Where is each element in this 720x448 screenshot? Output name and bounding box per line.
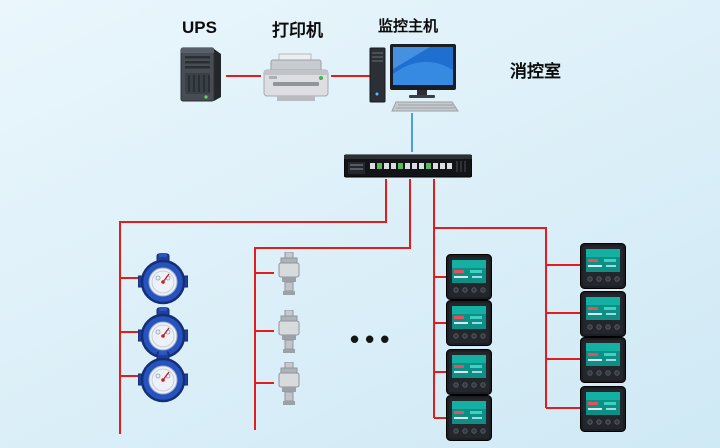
pressure-sensor-icon	[272, 251, 306, 296]
wire-meters-2-stubs	[546, 264, 580, 409]
data-collector-icon	[343, 152, 473, 180]
power-meter-icon	[446, 300, 492, 346]
printer-label: 打印机	[272, 21, 323, 40]
monitor-host-label: 监控主机	[378, 18, 439, 35]
water-meter-icon	[137, 253, 189, 306]
ellipsis: •••	[350, 324, 396, 354]
wire-water-stubs	[120, 277, 140, 377]
power-meter-icon	[580, 291, 626, 337]
power-meter-icon	[580, 337, 626, 383]
water-meter-icon	[137, 351, 189, 404]
wire-meters-1-stubs	[434, 276, 446, 419]
printer-icon	[261, 52, 331, 104]
control-room-label: 消控室	[510, 62, 561, 81]
ups-label: UPS	[182, 18, 217, 37]
water-meter-icon	[137, 307, 189, 360]
power-meter-icon	[446, 254, 492, 300]
power-meter-icon	[446, 395, 492, 441]
ups-device-icon	[176, 45, 224, 103]
pressure-sensor-icon	[272, 361, 306, 406]
power-meter-icon	[446, 349, 492, 395]
power-meter-icon	[580, 386, 626, 432]
monitor-host-icon	[368, 42, 460, 113]
power-meter-icon	[580, 243, 626, 289]
pressure-sensor-icon	[272, 309, 306, 354]
